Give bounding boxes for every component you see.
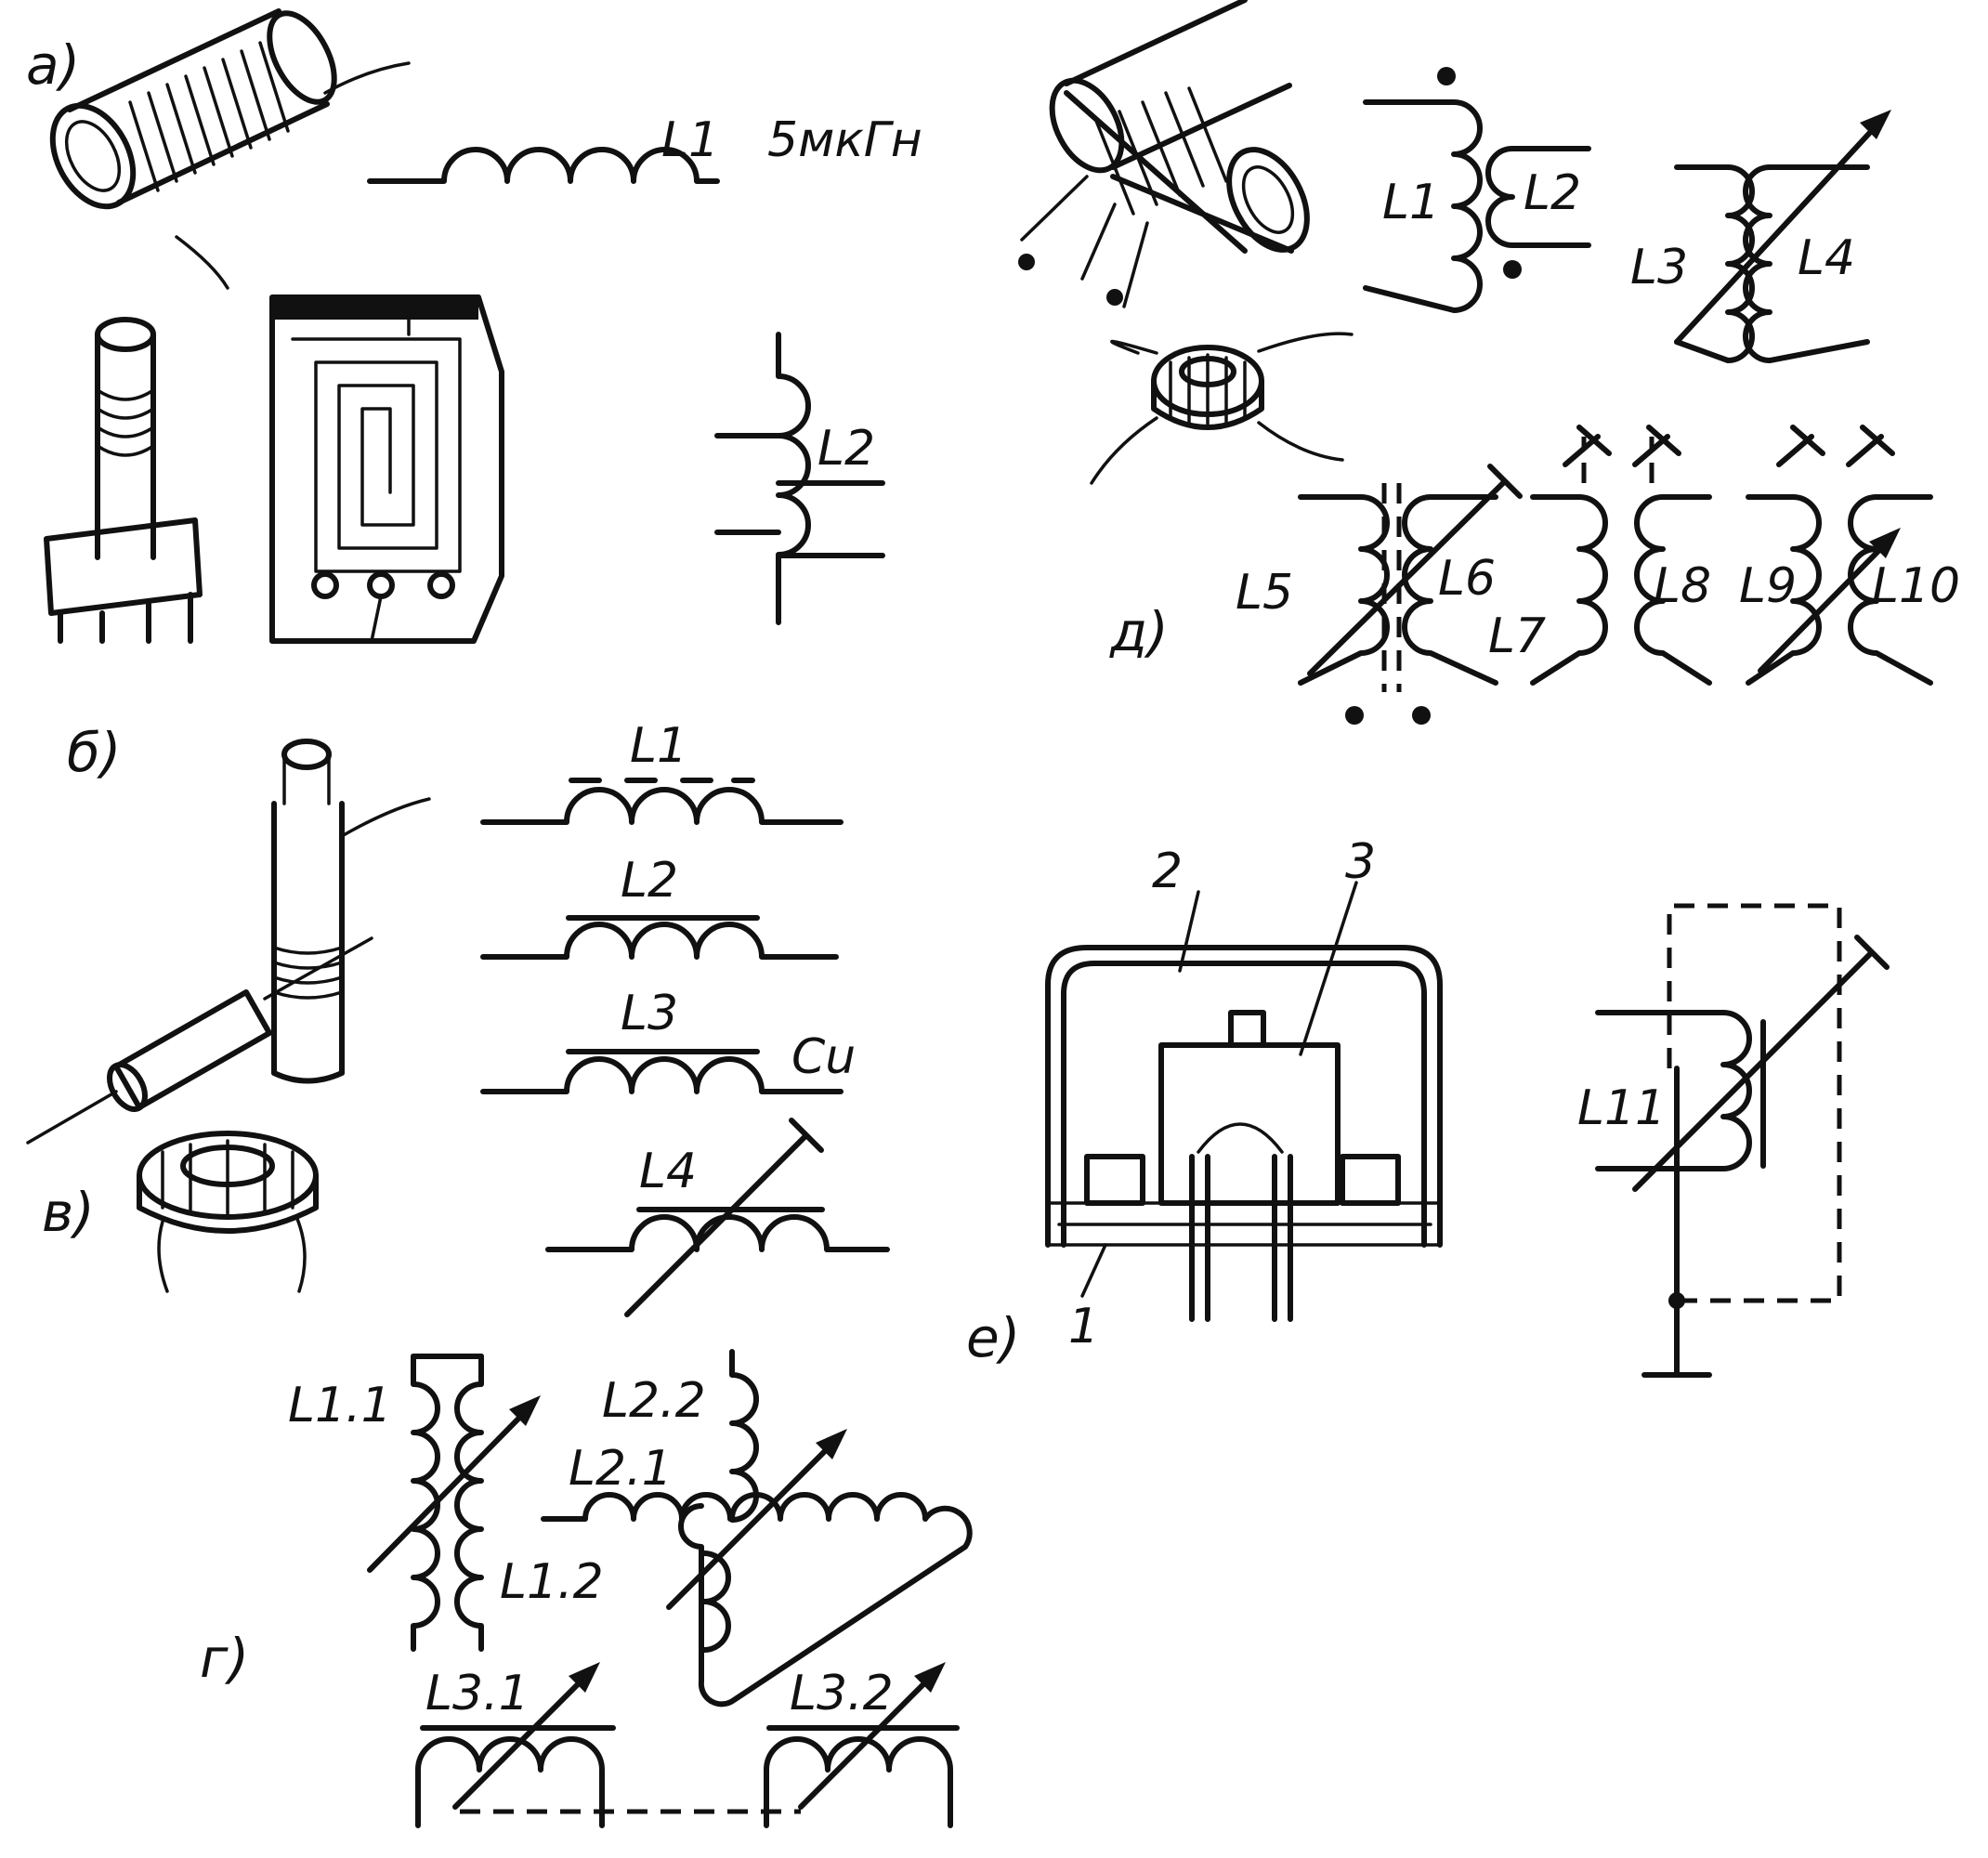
label-d-l7: L7 <box>1488 608 1546 664</box>
inductor-symbol-b-l2 <box>480 915 839 960</box>
callout-3: 3 <box>1345 834 1376 890</box>
printed-spiral-coil-drawing <box>269 294 504 644</box>
label-b-l2: L2 <box>621 853 678 909</box>
label-d-l8: L8 <box>1654 558 1711 614</box>
label-a-l1: L1 <box>661 112 719 168</box>
coil-frame-drawing <box>44 317 203 644</box>
inductor-symbol-b-l3 <box>480 1049 844 1094</box>
label-d-l9: L9 <box>1739 558 1797 614</box>
label-v-l4: L4 <box>639 1144 697 1199</box>
variometer-l2 <box>541 1349 973 1708</box>
inductor-symbol-a-l2 <box>714 332 885 625</box>
label-d-l5: L5 <box>1236 565 1293 621</box>
label-g-l2-2: L2.2 <box>602 1373 706 1429</box>
label-g-l3-2: L3.2 <box>790 1666 894 1721</box>
section-label-b: б) <box>67 721 121 784</box>
inductor-symbol-v-l4 <box>545 1118 890 1317</box>
callout-1: 1 <box>1068 1299 1099 1354</box>
label-a-l2: L2 <box>817 421 875 477</box>
section-label-v: в) <box>42 1181 95 1244</box>
coil-cylinder-drawing-d <box>1018 0 1310 308</box>
label-g-l1-2: L1.2 <box>500 1554 604 1610</box>
label-d-l4: L4 <box>1798 230 1855 286</box>
label-d-l1: L1 <box>1382 175 1440 230</box>
callout-2: 2 <box>1152 844 1183 899</box>
label-g-l3-1: L3.1 <box>425 1666 530 1721</box>
axial-inductor-drawing <box>26 936 373 1145</box>
label-b-l1: L1 <box>630 718 687 774</box>
label-a-l1-value: 5мкГн <box>767 112 922 168</box>
trimmer-coils-l7-l8 <box>1530 425 1712 686</box>
section-label-d: д) <box>1109 600 1169 663</box>
label-d-l10: L10 <box>1872 558 1960 614</box>
ganged-inductors-l3 <box>415 1662 960 1828</box>
toroid-drawing-v <box>137 1131 319 1293</box>
label-d-l6: L6 <box>1438 551 1496 607</box>
section-label-e: е) <box>966 1306 1020 1369</box>
inductor-symbol-b-l1 <box>480 778 844 825</box>
coil-cylinder-drawing <box>49 8 411 290</box>
toroid-drawing-d <box>1090 332 1354 485</box>
label-e-l11: L11 <box>1577 1080 1666 1136</box>
label-b-l3-material: Cu <box>791 1029 856 1085</box>
label-b-l3: L3 <box>621 986 678 1041</box>
section-label-g: г) <box>200 1627 249 1690</box>
label-g-l1-1: L1.1 <box>288 1378 392 1433</box>
label-d-l3: L3 <box>1630 240 1688 295</box>
screw-core-coil-drawing <box>271 739 431 1084</box>
transformer-l5-l6 <box>1298 464 1523 725</box>
transformer-l1-l2 <box>1363 67 1591 313</box>
variometer-l1 <box>367 1354 541 1652</box>
shielded-coil-cross-section <box>1045 881 1443 1322</box>
label-d-l2: L2 <box>1524 165 1581 221</box>
label-g-l2-1: L2.1 <box>569 1441 673 1497</box>
variable-transformer-l3-l4 <box>1674 110 1891 363</box>
section-label-a: а) <box>26 33 80 97</box>
trimmer-coils-l9-l10 <box>1746 425 1933 686</box>
inductor-symbol-e-l11 <box>1595 903 1890 1378</box>
inductor-symbol-a-l1 <box>367 147 720 184</box>
